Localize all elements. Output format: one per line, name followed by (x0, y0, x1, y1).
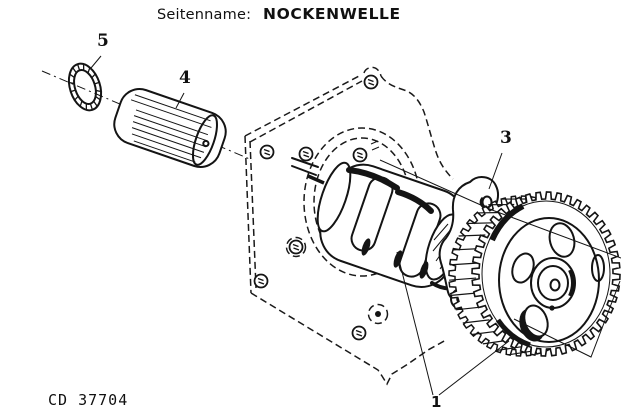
callout-3: 3 (500, 128, 512, 148)
catalog-code: CD 37704 (48, 391, 129, 409)
callout-leader-lines (90, 55, 621, 396)
gear-lightening-hole (548, 222, 576, 258)
timing-housing-outline (244, 66, 454, 386)
callout-1: 1 (431, 393, 442, 411)
callout-4: 4 (179, 68, 191, 88)
expansion-plug-part-4 (113, 88, 227, 168)
gear-face (481, 200, 611, 348)
page-name-field-label: Seitenname: (157, 7, 252, 23)
page-title: NOCKENWELLE (263, 5, 401, 23)
snap-ring-part-5 (67, 62, 103, 112)
callout-5: 5 (97, 31, 109, 51)
plug-knurling (131, 109, 209, 163)
